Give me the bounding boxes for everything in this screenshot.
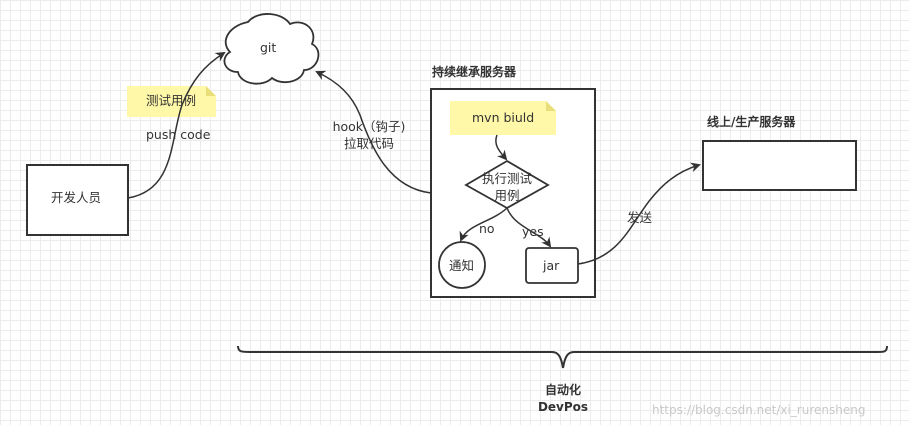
yes-arrow [506,207,552,248]
watermark-text: https://blog.csdn.net/xi_rurensheng [652,403,866,417]
build-to-test-arrow [495,134,508,161]
notify-circle[interactable] [438,241,486,289]
notify-label: 通知 [449,258,475,273]
build-label: mvn biuld [472,110,535,125]
build-note [450,101,556,135]
yes-label: yes [522,224,544,239]
test-cases-label: 测试用例 [146,93,197,108]
send-label: 发送 [627,210,653,225]
hook-arrow [315,70,432,194]
note-fold [206,86,216,96]
ci-server-title: 持续继承服务器 [432,65,517,79]
push-arrow [127,51,226,199]
developer-box[interactable] [26,164,129,236]
build-note-fold [546,101,556,111]
git-cloud[interactable] [223,13,320,85]
decision-label-line1: 执行测试 [481,171,532,186]
no-label: no [479,221,495,236]
no-arrow [459,207,508,242]
jar-label: jar [543,258,560,273]
send-arrow [577,162,701,265]
decision-label-line2: 用例 [494,188,520,203]
automation-brace [237,345,888,369]
hook-label-line2: 拉取代码 [343,136,394,151]
prod-server-box[interactable] [702,140,857,191]
hook-label-line1: hook（钩子) [332,119,406,134]
developer-label: 开发人员 [51,190,102,205]
jar-box[interactable] [525,247,579,284]
prod-server-title: 线上/生产服务器 [707,115,796,129]
footer-line1: 自动化 [544,383,581,397]
push-code-label: push code [146,127,211,142]
git-label: git [260,40,277,55]
footer-line2: DevPos [537,400,589,414]
test-cases-note [127,86,216,117]
